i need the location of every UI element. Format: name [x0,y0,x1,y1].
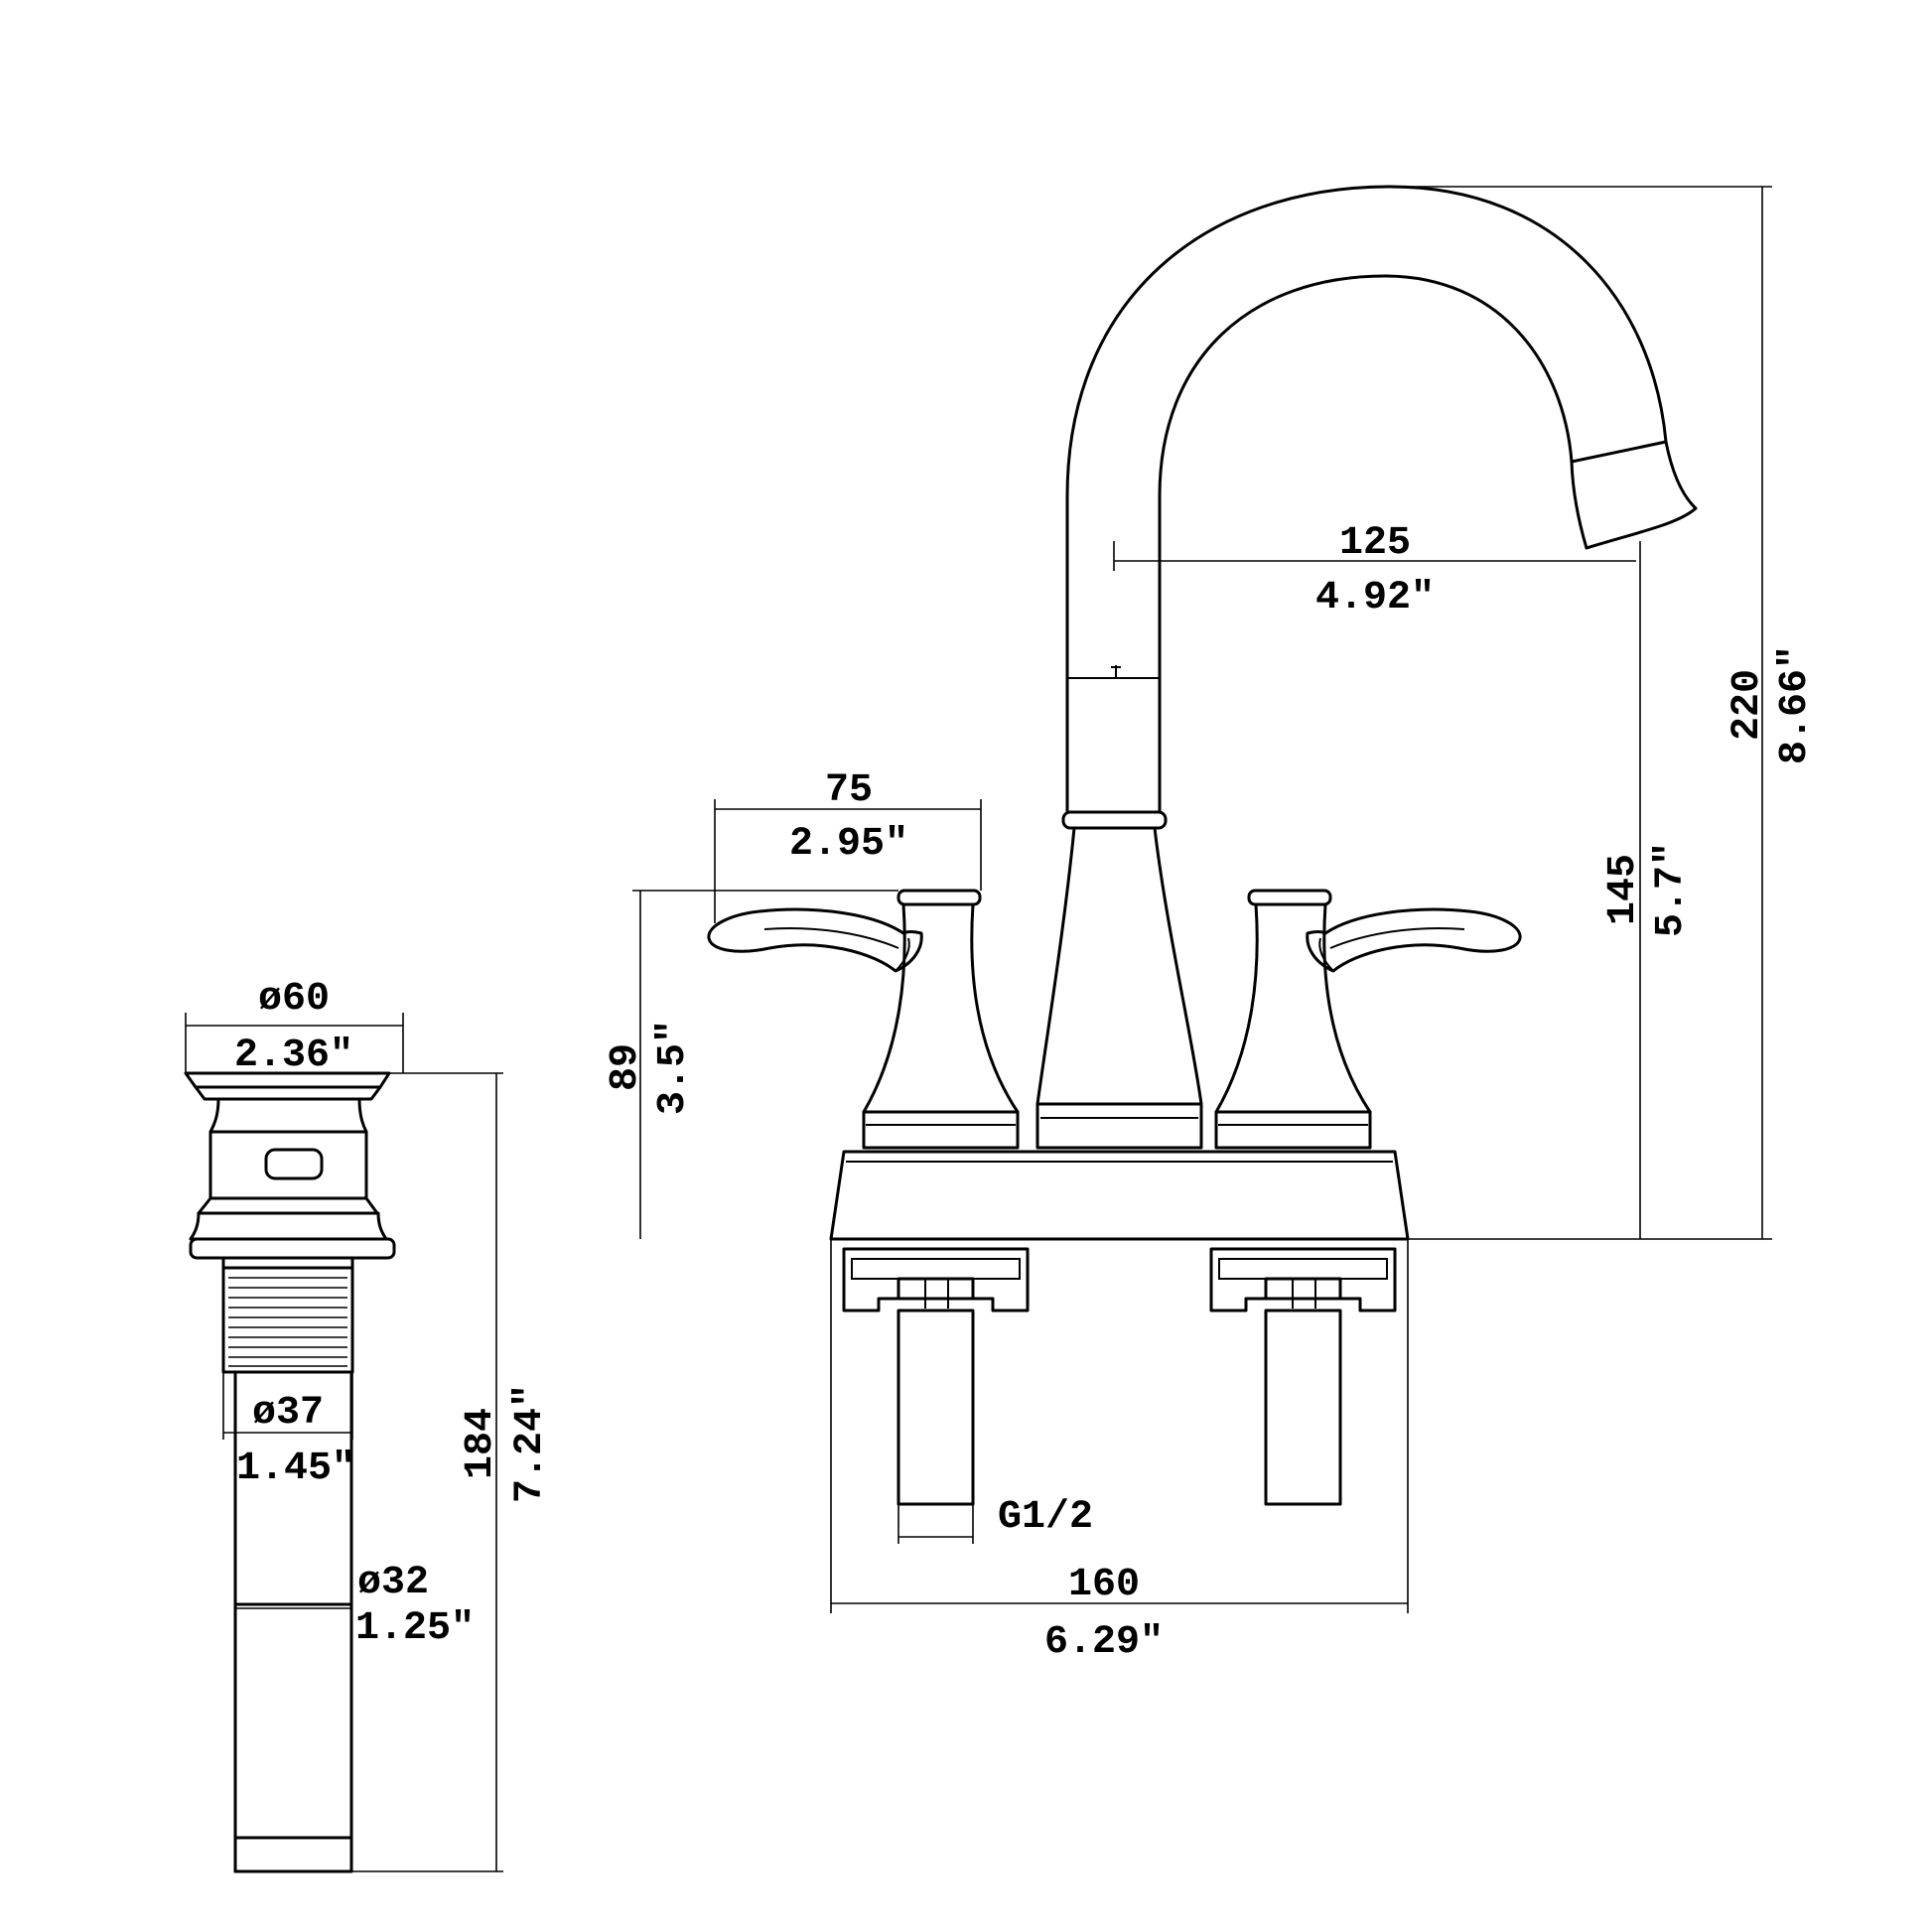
right-handle[interactable] [1214,889,1522,1150]
left-valve-body [842,1247,1030,1506]
drain-tailpiece [233,1370,353,1873]
spout-clearance-mm: 145 [1601,854,1646,925]
pop-up-drain: ø60 2.36″ ø37 1.45″ ø32 1.25″ 184 7.24″ [184,977,553,1873]
handle-span-inch: 2.95″ [789,822,908,867]
drain-thread-diameter-inch: 1.45″ [236,1447,355,1491]
drain-tail-diameter-inch: 1.25″ [355,1606,475,1651]
right-valve-body [1209,1247,1397,1506]
handle-span-dimension: 75 2.95″ [714,768,982,923]
handle-height-mm: 89 [604,1043,648,1091]
faucet: 75 2.95″ 89 3.5″ 125 4.92″ 145 5.7″ 220 … [604,185,1818,1665]
drain-cap [184,1071,396,1270]
spout-reach-dimension: 125 4.92″ [1113,521,1636,621]
drain-thread [221,1266,354,1374]
spout-reach-inch: 4.92″ [1315,576,1435,621]
center-spread-mm: 160 [1068,1563,1140,1607]
spout-clearance-dimension: 145 5.7″ [1601,541,1694,1239]
drain-tail-diameter-mm: ø32 [357,1561,429,1605]
drain-thread-diameter-mm: ø37 [252,1391,324,1436]
faucet-base [829,1150,1410,1241]
handle-height-dimension: 89 3.5″ [604,890,898,1239]
handle-span-mm: 75 [825,768,873,813]
drain-height-dimension: 184 7.24″ [351,1072,553,1872]
spout-clearance-inch: 5.7″ [1649,842,1694,937]
handle-height-inch: 3.5″ [651,1020,696,1115]
connection-size: G1/2 [998,1495,1093,1540]
drain-cap-diameter-inch: 2.36″ [234,1034,353,1078]
connection-dimension: G1/2 [897,1495,1093,1544]
drain-tail-diameter-dimension: ø32 1.25″ [235,1561,475,1651]
drain-cap-diameter-dimension: ø60 2.36″ [185,977,404,1078]
spout-reach-mm: 125 [1339,521,1411,566]
drain-height-inch: 7.24″ [508,1384,553,1503]
drain-cap-diameter-mm: ø60 [258,977,330,1022]
faucet-spout [1035,185,1698,1150]
overall-height-dimension: 220 8.66″ [1390,186,1818,1240]
drain-height-mm: 184 [459,1408,503,1479]
center-spread-dimension: 160 6.29″ [830,1239,1409,1665]
overall-height-mm: 220 [1725,669,1770,741]
overall-height-inch: 8.66″ [1773,645,1818,764]
left-handle[interactable] [707,889,1020,1150]
center-spread-inch: 6.29″ [1044,1620,1164,1665]
drain-thread-diameter-dimension: ø37 1.45″ [222,1372,355,1491]
